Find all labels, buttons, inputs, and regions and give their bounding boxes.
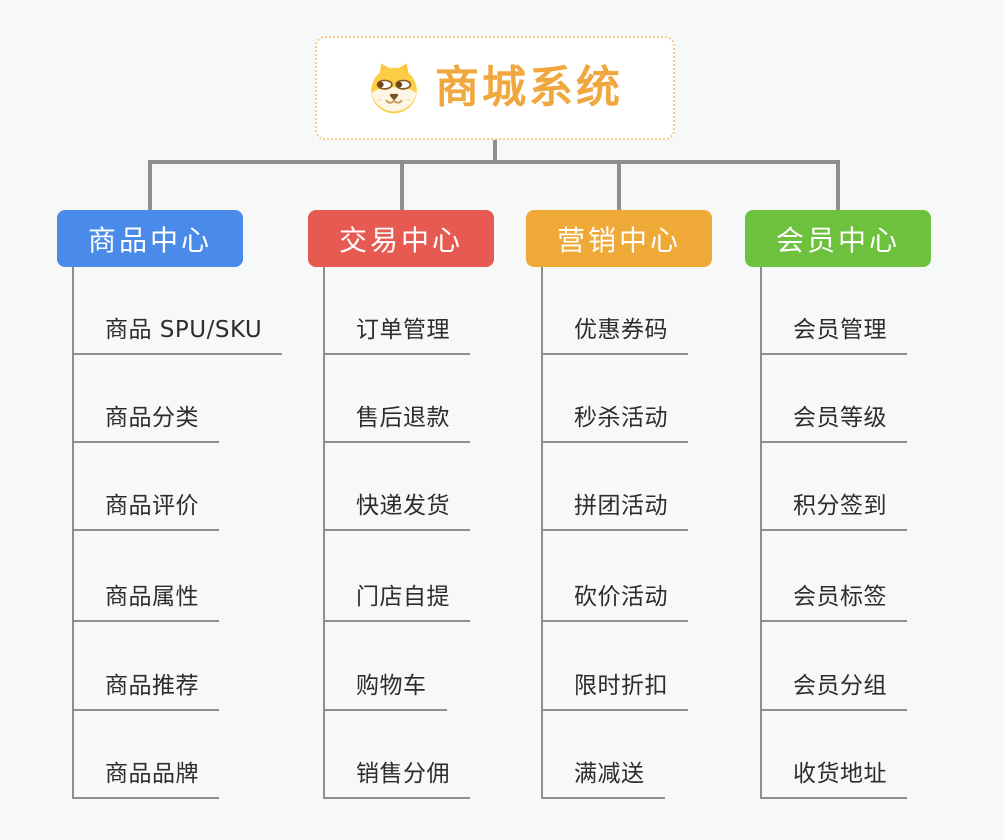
- connector-stub-product: [148, 160, 152, 210]
- branch-header-member-center[interactable]: 会员中心: [745, 210, 931, 267]
- branch-item[interactable]: 商品推荐: [72, 672, 219, 711]
- branch-item[interactable]: 限时折扣: [541, 672, 688, 711]
- branch-item[interactable]: 商品分类: [72, 404, 219, 443]
- branch-marketing-center: 营销中心 优惠券码 秒杀活动 拼团活动 砍价活动 限时折扣 满减送: [526, 0, 786, 840]
- branch-item[interactable]: 商品品牌: [72, 760, 219, 799]
- branch-item[interactable]: 会员分组: [760, 672, 907, 711]
- shiba-dog-icon: [371, 63, 417, 114]
- connector-stub-member: [836, 160, 840, 210]
- branch-header-product-center[interactable]: 商品中心: [57, 210, 243, 267]
- branch-item[interactable]: 满减送: [541, 760, 665, 799]
- branch-item[interactable]: 会员管理: [760, 316, 907, 355]
- branch-vertical-line: [72, 267, 74, 799]
- branch-item[interactable]: 积分签到: [760, 492, 907, 531]
- branch-item[interactable]: 商品属性: [72, 583, 219, 622]
- branch-item[interactable]: 售后退款: [323, 404, 470, 443]
- branch-header-marketing-center[interactable]: 营销中心: [526, 210, 712, 267]
- branch-item[interactable]: 快递发货: [323, 492, 470, 531]
- branch-item[interactable]: 收货地址: [760, 760, 907, 799]
- branch-item[interactable]: 优惠券码: [541, 316, 688, 355]
- branch-item[interactable]: 销售分佣: [323, 760, 470, 799]
- branch-item[interactable]: 会员标签: [760, 583, 907, 622]
- root-title: 商城系统: [435, 62, 623, 113]
- branch-member-center: 会员中心 会员管理 会员等级 积分签到 会员标签 会员分组 收货地址: [745, 0, 1004, 840]
- branch-item[interactable]: 商品评价: [72, 492, 219, 531]
- branch-vertical-line: [541, 267, 543, 799]
- branch-item[interactable]: 购物车: [323, 672, 447, 711]
- branch-item[interactable]: 订单管理: [323, 316, 470, 355]
- branch-item[interactable]: 门店自提: [323, 583, 470, 622]
- branch-vertical-line: [760, 267, 762, 799]
- branch-vertical-line: [323, 267, 325, 799]
- branch-trade-center: 交易中心 订单管理 售后退款 快递发货 门店自提 购物车 销售分佣: [308, 0, 568, 840]
- branch-item[interactable]: 秒杀活动: [541, 404, 688, 443]
- branch-product-center: 商品中心 商品 SPU/SKU 商品分类 商品评价 商品属性 商品推荐 商品品牌: [57, 0, 317, 840]
- connector-horizontal-line: [148, 160, 840, 164]
- root-node[interactable]: 商城系统: [315, 36, 675, 140]
- branch-item[interactable]: 砍价活动: [541, 583, 688, 622]
- branch-item[interactable]: 会员等级: [760, 404, 907, 443]
- connector-root-stub: [493, 140, 497, 164]
- branch-header-trade-center[interactable]: 交易中心: [308, 210, 494, 267]
- branch-item[interactable]: 商品 SPU/SKU: [72, 316, 283, 355]
- branch-item[interactable]: 拼团活动: [541, 492, 688, 531]
- connector-stub-marketing: [617, 160, 621, 210]
- connector-stub-trade: [400, 160, 404, 210]
